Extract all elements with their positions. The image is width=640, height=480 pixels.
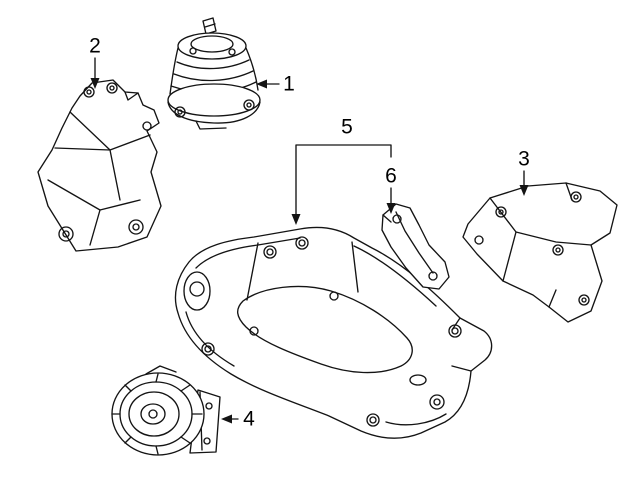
callout-label-4[interactable]: 4 <box>243 407 255 431</box>
part-heat-shield[interactable] <box>462 182 618 323</box>
callout-leaders <box>90 57 529 424</box>
part-crossmember[interactable] <box>174 226 493 439</box>
callout-label-2[interactable]: 2 <box>89 34 101 58</box>
callout-label-5[interactable]: 5 <box>341 115 353 139</box>
part-engine-mount[interactable] <box>167 17 261 130</box>
callout-label-3[interactable]: 3 <box>518 147 530 171</box>
callout-label-6[interactable]: 6 <box>385 164 397 188</box>
part-transmission-mount[interactable] <box>111 365 221 456</box>
part-engine-mount-bracket[interactable] <box>37 79 162 252</box>
callout-label-1[interactable]: 1 <box>283 72 295 96</box>
part-support-bracket[interactable] <box>381 203 450 290</box>
